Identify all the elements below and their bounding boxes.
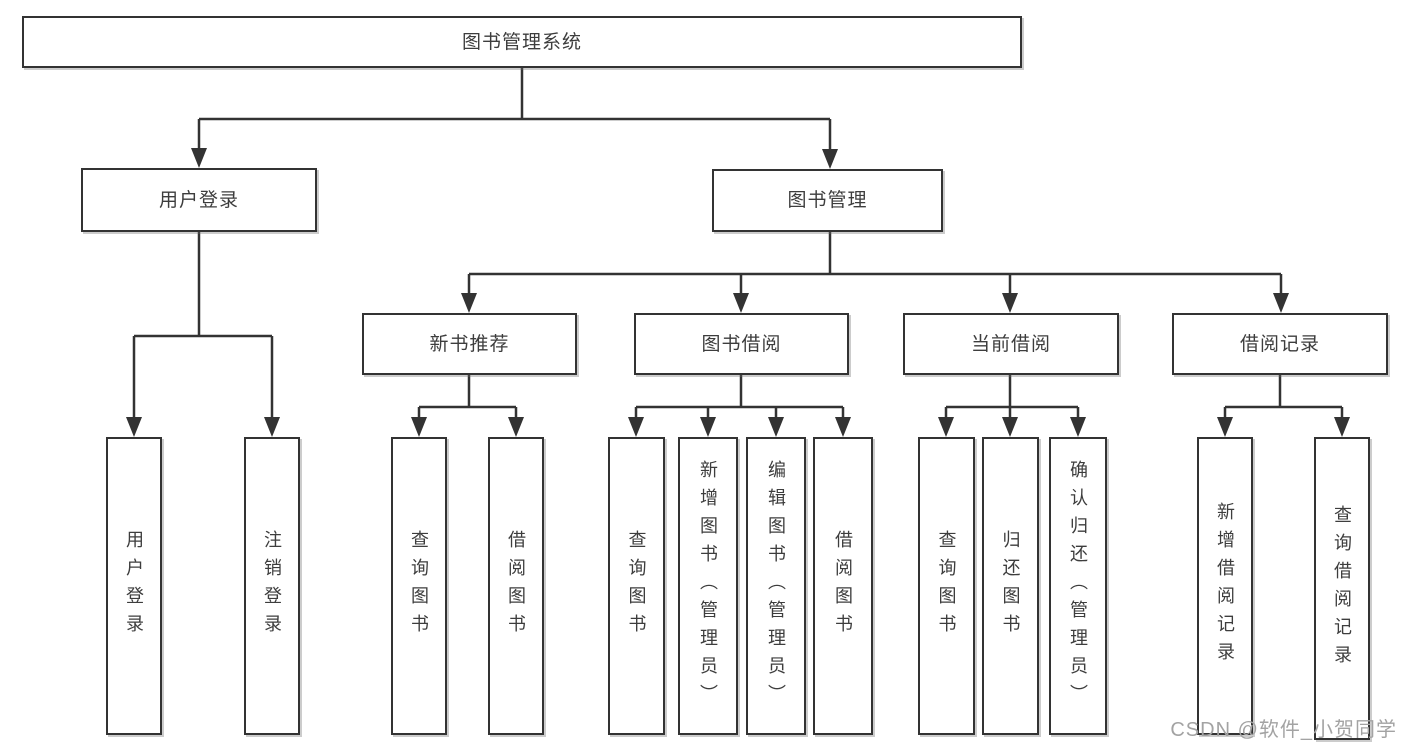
leaf-edit-books-admin-label: 编辑图书（管理员） (766, 460, 786, 712)
leaf-query-books-current-label: 查询图书 (936, 530, 957, 642)
arrow-icon (1334, 417, 1350, 437)
leaf-add-borrow-record-label: 新增借阅记录 (1215, 502, 1235, 670)
connector-borrowing-records (1223, 375, 1344, 420)
arrow-icon (1070, 417, 1086, 437)
leaf-query-books-borrowing-label: 查询图书 (626, 530, 647, 642)
node-book-management: 图书管理 (712, 169, 943, 232)
node-borrowing-records-label: 借阅记录 (1239, 333, 1320, 355)
leaf-edit-books-admin: 编辑图书（管理员） (746, 437, 806, 735)
node-book-management-label: 图书管理 (787, 190, 868, 211)
leaf-borrow-books-recommend: 借阅图书 (488, 437, 544, 735)
leaf-query-books-borrowing: 查询图书 (608, 437, 665, 735)
leaf-borrow-books-borrowing-label: 借阅图书 (833, 530, 853, 642)
connector-current-borrowing (944, 375, 1080, 420)
arrow-icon (126, 417, 142, 437)
connector-new-book-recommend (417, 375, 518, 420)
arrow-icon (264, 417, 280, 437)
leaf-borrow-books-borrowing: 借阅图书 (813, 437, 873, 735)
arrow-icon (628, 417, 644, 437)
leaf-add-books-admin: 新增图书（管理员） (678, 437, 738, 735)
leaf-confirm-return-admin: 确认归还（管理员） (1049, 437, 1107, 735)
csdn-watermark: CSDN @软件_小贺同学 (1170, 719, 1397, 741)
leaf-borrow-books-recommend-label: 借阅图书 (506, 530, 526, 642)
arrow-icon (1217, 417, 1233, 437)
arrow-icon (1002, 417, 1018, 437)
node-current-borrowing-label: 当前借阅 (970, 333, 1051, 355)
arrow-icon (733, 293, 749, 313)
arrow-icon (768, 417, 784, 437)
leaf-user-login: 用户登录 (106, 437, 162, 735)
leaf-add-borrow-record: 新增借阅记录 (1197, 437, 1253, 735)
node-book-borrowing-label: 图书借阅 (701, 333, 782, 355)
leaf-return-books: 归还图书 (982, 437, 1039, 735)
arrow-icon (835, 417, 851, 437)
arrow-icon (1002, 293, 1018, 313)
node-root: 图书管理系统 (22, 16, 1022, 68)
connector-book-management (467, 232, 1283, 296)
arrow-icon (938, 417, 954, 437)
connector-user-login (132, 232, 274, 419)
arrowheads (126, 148, 1350, 437)
arrow-icon (461, 293, 477, 313)
node-user-login: 用户登录 (81, 168, 317, 232)
node-current-borrowing: 当前借阅 (903, 313, 1119, 375)
leaf-query-books-current: 查询图书 (918, 437, 975, 735)
connector-book-borrowing (634, 375, 845, 420)
node-book-borrowing: 图书借阅 (634, 313, 849, 375)
leaf-query-books-recommend-label: 查询图书 (409, 530, 429, 642)
leaf-confirm-return-admin-label: 确认归还（管理员） (1068, 460, 1088, 712)
node-user-login-label: 用户登录 (158, 189, 239, 211)
leaf-add-books-admin-label: 新增图书（管理员） (698, 460, 718, 712)
arrow-icon (822, 149, 838, 169)
leaf-logout: 注销登录 (244, 437, 300, 735)
arrow-icon (1273, 293, 1289, 313)
leaf-query-borrow-record-label: 查询借阅记录 (1332, 504, 1352, 673)
leaf-query-books-recommend: 查询图书 (391, 437, 447, 735)
arrow-icon (508, 417, 524, 437)
node-root-label: 图书管理系统 (461, 31, 582, 53)
arrow-icon (191, 148, 207, 168)
connector-root (197, 68, 832, 152)
node-new-book-recommend: 新书推荐 (362, 313, 577, 375)
node-new-book-recommend-label: 新书推荐 (429, 333, 510, 355)
arrow-icon (700, 417, 716, 437)
node-borrowing-records: 借阅记录 (1172, 313, 1388, 375)
leaf-user-login-label: 用户登录 (124, 530, 144, 642)
leaf-logout-label: 注销登录 (262, 530, 282, 642)
arrow-icon (411, 417, 427, 437)
leaf-return-books-label: 归还图书 (1000, 530, 1021, 642)
leaf-query-borrow-record: 查询借阅记录 (1314, 437, 1370, 740)
